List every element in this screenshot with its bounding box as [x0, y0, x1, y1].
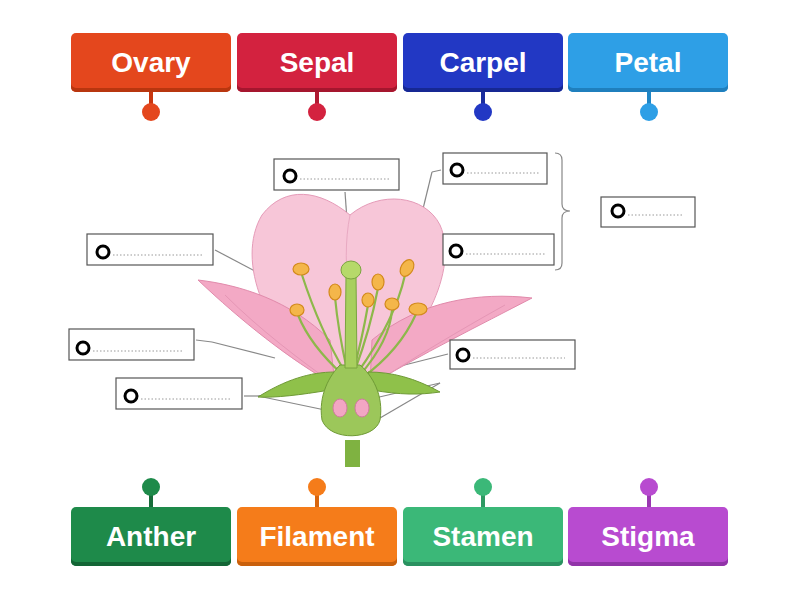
answer-tile: Filament: [237, 507, 397, 566]
tile-label: Sepal: [280, 47, 355, 79]
answer-tile: Sepal: [237, 33, 397, 92]
tile-label: Ovary: [111, 47, 190, 79]
answer-tile: Anther: [71, 507, 231, 566]
tile-label: Stigma: [601, 521, 694, 553]
answer-tile: Carpel: [403, 33, 563, 92]
tile-label: Petal: [615, 47, 682, 79]
bracket: [555, 153, 570, 270]
tile-label: Anther: [106, 521, 196, 553]
answer-tile: Ovary: [71, 33, 231, 92]
tile-pins: [142, 90, 658, 510]
answer-boxes: [69, 153, 695, 409]
tile-label: Carpel: [439, 47, 526, 79]
answer-tile: Stamen: [403, 507, 563, 566]
answer-tile: Stigma: [568, 507, 728, 566]
tile-label: Stamen: [432, 521, 533, 553]
answer-tile: Petal: [568, 33, 728, 92]
tile-label: Filament: [259, 521, 374, 553]
answer-box-marks: [77, 164, 684, 402]
